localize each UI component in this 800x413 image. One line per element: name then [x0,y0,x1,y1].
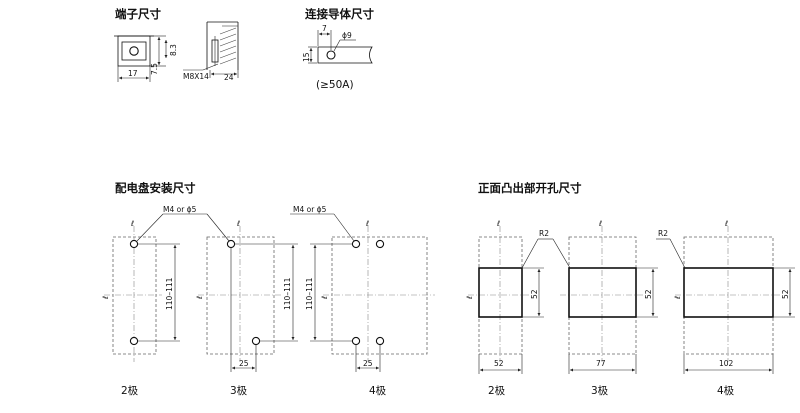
mount4-hole-top-left [351,239,361,249]
mount2-hole-top [129,239,139,249]
mount4-spacing-dim: 25 [363,359,373,368]
terminal-screw-label: M8X14 [183,72,209,81]
panel-mounting-heading: 配电盘安装尺寸 [115,181,196,195]
mount2-centerline-mark-side: ℓ [101,296,110,300]
cutout4-width-dim: 102 [719,359,734,368]
mount4-hole-bottom-right [375,336,385,346]
cutout3-centerline-mark: ℓ [598,219,602,228]
radius-callout-4pole: R2 [658,229,668,238]
mount3-pole-label: 3极 [230,384,248,397]
terminal-front-view: 17 7.5 8.3 [114,35,178,82]
conductor-offset-dim: 7 [322,24,327,33]
mount4-pole-label: 4极 [369,384,387,397]
cutout-2-pole: ℓ ℓ 52 52 2极 [465,219,544,397]
mount2-pole-label: 2极 [121,384,139,397]
terminal-side-view: M8X14 24 [183,21,239,82]
conductor-drawing: 7 ϕ9 15 (≥50A) [302,24,373,91]
mount4-hole-bottom-left [351,336,361,346]
cutout4-centerline-mark-side: ℓ [673,296,682,300]
cutout-3-pole: ℓ 52 77 3极 [560,219,658,397]
cutout2-height-dim: 52 [530,289,539,299]
terminal-size-heading: 端子尺寸 [115,7,161,21]
conductor-size-heading: 连接导体尺寸 [305,7,374,21]
mount2-hole-bottom [129,336,139,346]
mounting-2-pole: ℓ ℓ 110–111 2极 [101,219,180,397]
cutout3-height-dim: 52 [644,289,653,299]
cutout2-centerline-mark: ℓ [496,219,500,228]
conductor-width-dim: 15 [302,52,311,62]
terminal-depth-dim: 24 [224,73,234,82]
cutout-4-pole: ℓ ℓ 52 102 4极 [673,219,795,397]
mount4-height-dim: 110–111 [305,277,314,310]
cutout2-centerline-mark-side: ℓ [465,296,474,300]
mounting-3-pole: ℓ ℓ 110–111 25 3极 [195,219,298,397]
radius-callouts: R2 R2 [521,229,686,269]
screw-callout-left: M4 or ϕ5 [163,205,197,214]
mounting-4-pole: ℓ ℓ 110–111 25 4极 [305,219,435,397]
conductor-hole-dim: ϕ9 [342,31,352,40]
cutout4-opening [683,267,774,318]
mount4-hole-top-right [375,239,385,249]
screw-callouts: M4 or ϕ5 M4 or ϕ5 [136,205,355,242]
mount3-centerline-mark: ℓ [236,219,240,228]
cutout3-width-dim: 77 [596,359,606,368]
mount3-hole-bottom [251,336,261,346]
conductor-current-label: (≥50A) [316,79,354,91]
mount2-height-dim: 110–111 [165,277,174,310]
screw-callout-right: M4 or ϕ5 [293,205,327,214]
cutout3-opening [568,267,637,318]
mount3-height-dim: 110–111 [283,277,292,310]
cutout2-opening [478,267,523,318]
mount2-centerline-mark: ℓ [130,219,134,228]
mount3-spacing-dim: 25 [239,359,249,368]
cutout4-height-dim: 52 [781,289,790,299]
cutout2-width-dim: 52 [494,359,504,368]
mount4-centerline-mark-side: ℓ [320,296,329,300]
front-cutout-heading: 正面凸出部开孔尺寸 [478,181,582,195]
terminal-height-top-dim: 8.3 [169,44,178,56]
radius-callout-3pole: R2 [539,229,549,238]
mount3-centerline-mark-side: ℓ [195,296,204,300]
terminal-height-total-dim: 7.5 [150,63,159,75]
mount3-hole-top [226,239,236,249]
mount4-centerline-mark: ℓ [365,219,369,228]
cutout3-pole-label: 3极 [591,384,609,397]
terminal-width-dim: 17 [128,69,138,78]
cutout4-pole-label: 4极 [717,384,735,397]
cutout2-pole-label: 2极 [488,384,506,397]
cutout4-centerline-mark: ℓ [724,219,728,228]
